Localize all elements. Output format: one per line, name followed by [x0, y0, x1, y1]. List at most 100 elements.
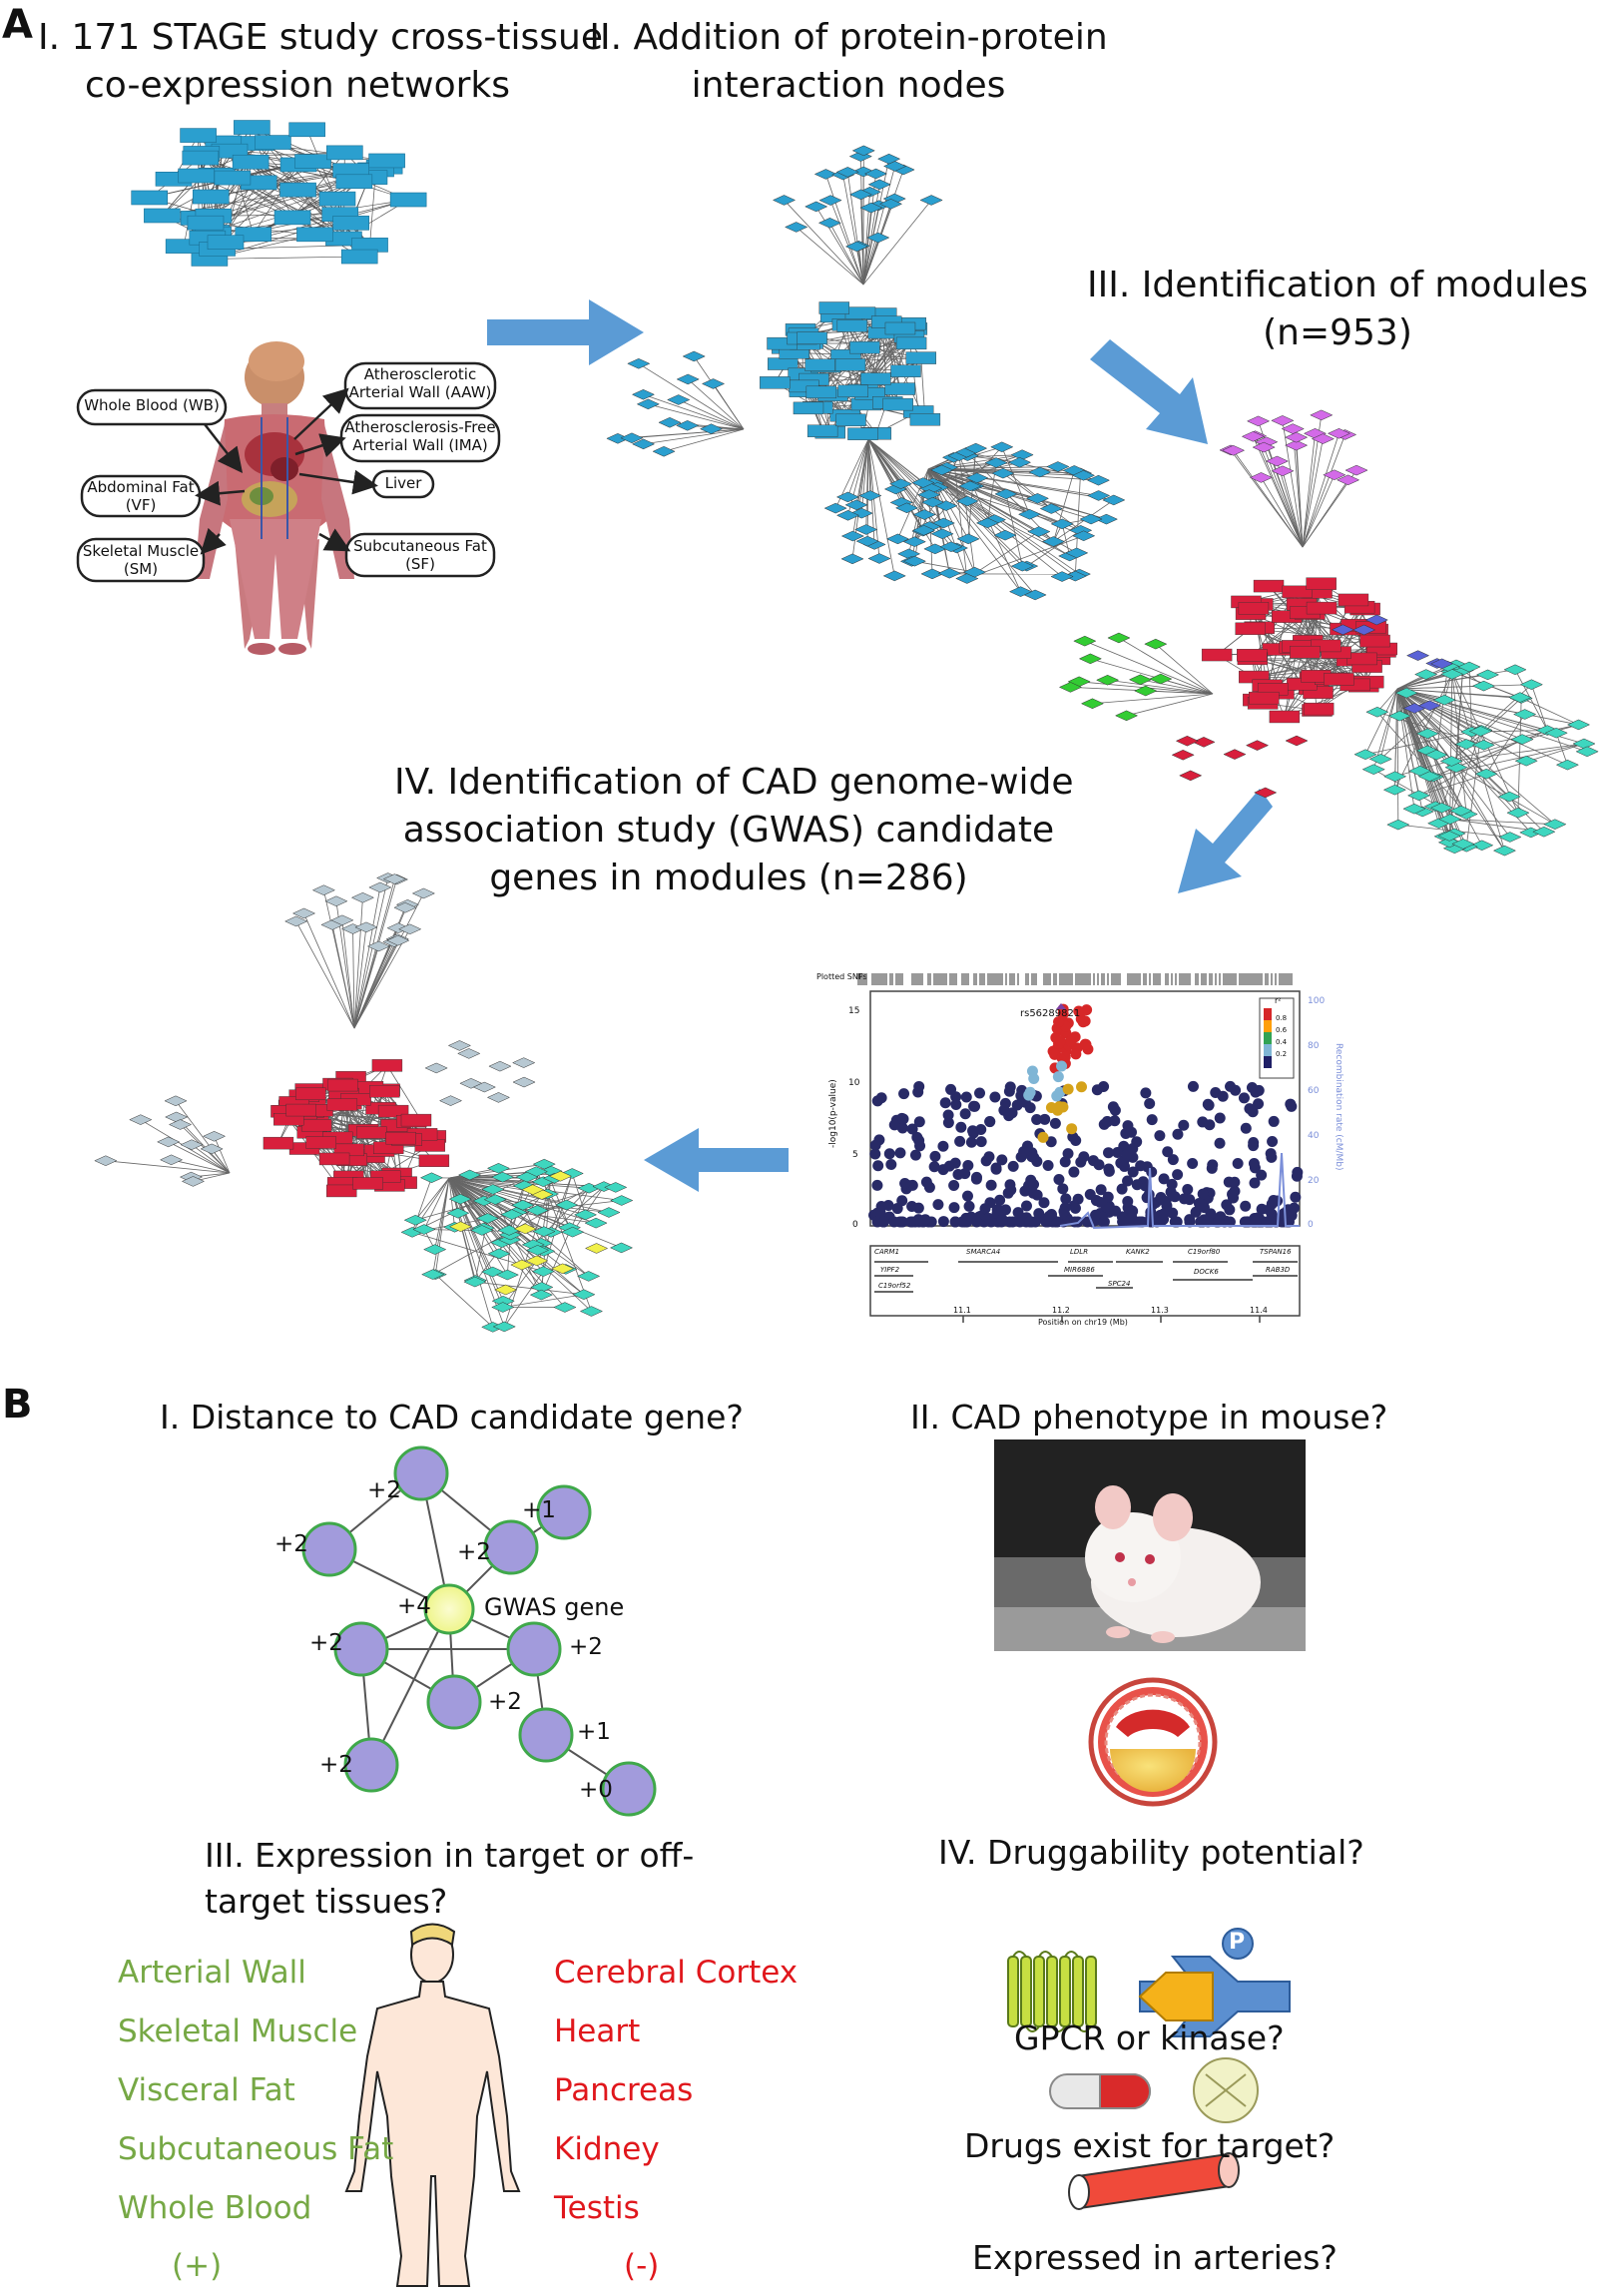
network-node: [1237, 649, 1268, 662]
network-node: [285, 1103, 316, 1117]
gene-node: [301, 1521, 357, 1577]
network-node: [326, 1098, 358, 1111]
snp-point: [1037, 1131, 1049, 1143]
network-node: [1532, 826, 1556, 838]
kinase-p-label: P: [1229, 1930, 1246, 1955]
snp-point: [1195, 1216, 1207, 1228]
snp-point: [974, 1087, 986, 1099]
snp-point: [1102, 1191, 1114, 1203]
snp-point: [1167, 1154, 1179, 1166]
locus-gene: LDLR: [1070, 1248, 1089, 1256]
network-edge: [1514, 669, 1548, 731]
snp-point: [955, 1121, 967, 1133]
network-node: [1492, 845, 1517, 857]
network-node: [1353, 749, 1377, 760]
network-node: [840, 553, 864, 565]
snp-point: [1248, 1157, 1260, 1169]
network-node: [937, 567, 961, 579]
network-node: [888, 478, 913, 489]
network-node: [1439, 756, 1463, 767]
network-node: [144, 208, 181, 224]
snp-point: [1028, 1151, 1040, 1163]
network-node: [854, 524, 878, 535]
snp-point: [1042, 1160, 1054, 1172]
network-node: [1368, 754, 1392, 765]
network-node: [1402, 803, 1426, 815]
network-node: [1094, 513, 1119, 525]
network-edge: [542, 1173, 573, 1272]
snp-point: [1217, 1090, 1229, 1102]
network-edge: [474, 1281, 584, 1296]
network-edge: [1396, 688, 1557, 734]
network-edge: [503, 1193, 548, 1328]
gene-node: [518, 1707, 574, 1763]
network-edge: [1005, 493, 1023, 567]
network-node: [990, 441, 1014, 453]
snp-point: [1019, 1185, 1031, 1197]
snp-point: [1154, 1130, 1166, 1142]
snp-point: [1144, 1097, 1156, 1109]
network-node: [817, 218, 842, 229]
snp-point: [1182, 1183, 1194, 1195]
network-edge: [678, 399, 745, 430]
network-node: [291, 907, 316, 919]
snp-point: [1090, 1209, 1102, 1221]
network-node: [805, 385, 837, 399]
network-node: [318, 191, 356, 207]
snp-point: [1127, 1143, 1139, 1155]
snp-point: [869, 1139, 881, 1151]
network-node: [131, 190, 168, 206]
distance-score: +2: [569, 1634, 603, 1660]
network-edge: [1376, 688, 1398, 713]
network-node: [804, 358, 835, 371]
snp-point: [960, 1091, 972, 1103]
network-node: [181, 1176, 206, 1187]
network-edge: [448, 1177, 455, 1228]
snp-point: [1122, 1120, 1134, 1132]
snp-point: [1075, 1156, 1087, 1168]
network-node: [1290, 645, 1321, 659]
snp-point: [1054, 1035, 1066, 1047]
snp-point: [1286, 1100, 1298, 1112]
network-node: [584, 1243, 609, 1254]
network-node: [620, 432, 644, 444]
network-edge: [1155, 643, 1214, 695]
snp-point: [894, 1147, 906, 1159]
network-node: [579, 1306, 604, 1317]
network-edge: [914, 560, 975, 573]
network-node: [511, 1199, 535, 1211]
network-node: [400, 1113, 432, 1127]
snp-point: [965, 1136, 977, 1148]
network-node: [806, 424, 838, 437]
distance-edge: [370, 1608, 450, 1766]
network-node: [421, 1269, 445, 1280]
snp-point: [1053, 1016, 1065, 1028]
network-node: [867, 179, 891, 191]
network-edge: [353, 926, 367, 1029]
network-node: [1303, 702, 1335, 716]
network-edge: [1053, 470, 1075, 542]
snp-point: [1102, 1116, 1114, 1128]
snp-point: [1112, 1146, 1124, 1158]
network-edge: [516, 1212, 589, 1277]
gpcr-helix: [1007, 1956, 1019, 2027]
network-edge: [353, 886, 381, 1029]
gene-node: [536, 1484, 592, 1540]
snp-point: [874, 1207, 886, 1219]
network-edge: [784, 200, 864, 286]
network-node: [1285, 431, 1309, 443]
snp-point: [1073, 1005, 1085, 1017]
network-node: [858, 490, 882, 501]
network-node: [1566, 719, 1591, 731]
network-node: [1306, 577, 1337, 590]
snp-point: [1060, 1193, 1072, 1205]
locus-gene: MIR6886: [1064, 1266, 1095, 1274]
network-edge: [1261, 477, 1304, 548]
network-node: [604, 1182, 628, 1193]
network-node: [340, 249, 378, 265]
network-node: [529, 1289, 553, 1301]
gwas-gene-node: [423, 1583, 475, 1635]
network-edge: [353, 877, 389, 1029]
network-edge: [820, 342, 912, 393]
